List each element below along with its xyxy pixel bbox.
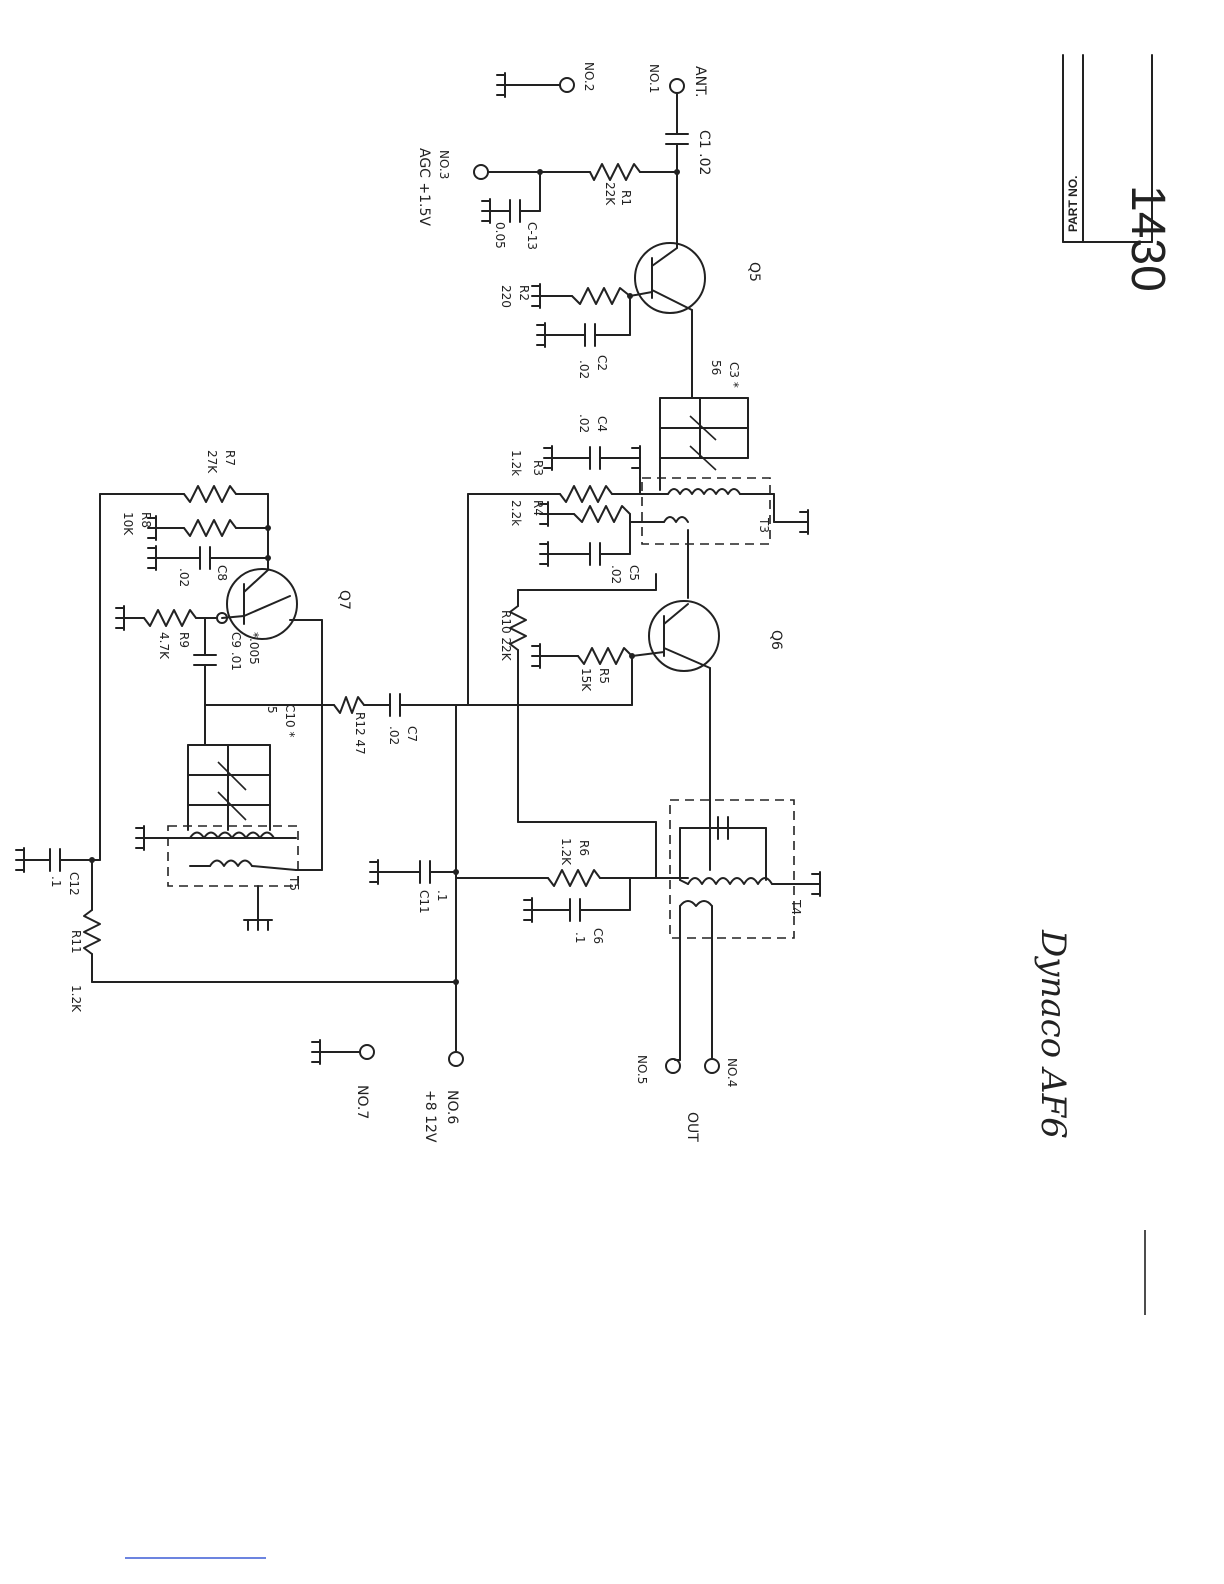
label-r5-value: 15K bbox=[579, 668, 593, 692]
supply-network bbox=[312, 705, 656, 1066]
resistor-r7 bbox=[184, 486, 236, 502]
label-ant: ANT. bbox=[692, 66, 708, 97]
label-r2-value: 220 bbox=[499, 285, 513, 308]
transformer-t4-primary bbox=[688, 878, 772, 884]
label-no3: NO.3 bbox=[437, 150, 451, 179]
label-no7: NO.7 bbox=[354, 1085, 370, 1119]
resistor-r8 bbox=[184, 520, 236, 536]
label-t3: T3 bbox=[757, 517, 771, 533]
terminal-no4[interactable] bbox=[705, 1059, 719, 1073]
label-r9-value: 4.7K bbox=[157, 632, 171, 660]
label-r11-value: 1.2K bbox=[69, 985, 83, 1013]
t4-output bbox=[656, 800, 820, 1073]
label-c9-extra: *.005 bbox=[247, 632, 261, 665]
label-c4: C4 bbox=[595, 416, 609, 432]
label-c12-value: .1 bbox=[49, 876, 63, 887]
label-c12: C12 bbox=[67, 872, 81, 896]
terminal-no3[interactable] bbox=[474, 165, 488, 179]
label-r1-value: 22K bbox=[603, 182, 617, 206]
transformer-t3-primary bbox=[668, 489, 740, 494]
label-r6-value: 1.2K bbox=[559, 838, 573, 866]
label-no6: NO.6 bbox=[444, 1090, 460, 1124]
label-r9: R9 bbox=[177, 632, 191, 648]
part-no-caption: PART NO. bbox=[1066, 176, 1080, 232]
terminal-labels: ANT. NO.1 NO.2 NO.3 AGC +1.5V NO.4 NO.5 … bbox=[354, 62, 739, 1143]
label-c9: C9 .01 bbox=[229, 632, 243, 671]
terminal-no5[interactable] bbox=[666, 1059, 680, 1073]
label-c8: C8 bbox=[215, 565, 229, 581]
label-r7-value: 27K bbox=[205, 450, 219, 474]
terminal-no1[interactable] bbox=[670, 79, 684, 93]
label-c13: C-13 bbox=[525, 222, 539, 250]
label-c11: C11 bbox=[417, 890, 431, 914]
label-c4-value: .02 bbox=[577, 414, 591, 433]
label-r8-value: 10K bbox=[121, 512, 135, 536]
label-c8-value: .02 bbox=[177, 568, 191, 587]
resistor-r5 bbox=[578, 648, 632, 664]
label-c5-value: .02 bbox=[609, 565, 623, 584]
handwritten-signature: Dynaco AF6 bbox=[1033, 929, 1073, 1139]
label-c6: C6 bbox=[591, 928, 605, 944]
label-c10: C10 * bbox=[283, 704, 297, 737]
terminal-no6[interactable] bbox=[449, 1052, 463, 1066]
label-r7: R7 bbox=[223, 450, 237, 466]
transformer-t3-can bbox=[642, 478, 770, 544]
resistor-r3 bbox=[560, 486, 612, 502]
label-c2-value: .02 bbox=[577, 360, 591, 379]
label-c7-value: .02 bbox=[387, 726, 401, 745]
label-no2: NO.2 bbox=[582, 62, 596, 91]
resistor-r11 bbox=[84, 910, 100, 954]
transistor-q7 bbox=[227, 569, 297, 639]
input-stage bbox=[474, 73, 705, 398]
transformer-t4-can bbox=[670, 800, 794, 938]
resistor-r2 bbox=[572, 288, 630, 304]
label-q6: Q6 bbox=[768, 630, 784, 650]
label-t4: T4 bbox=[789, 899, 803, 915]
resistor-r6 bbox=[548, 870, 600, 886]
label-c7: C7 bbox=[405, 726, 419, 742]
q7-stage bbox=[16, 486, 632, 982]
label-c5: C5 bbox=[627, 565, 641, 581]
label-q5: Q5 bbox=[746, 262, 762, 282]
label-c2: C2 bbox=[595, 355, 609, 371]
title-block: PART NO. 1430 bbox=[1063, 55, 1174, 292]
label-c10-value: 5 bbox=[265, 706, 279, 714]
label-no5: NO.5 bbox=[635, 1055, 649, 1084]
label-r8: R8 bbox=[139, 512, 153, 528]
label-c11-value: .1 bbox=[435, 890, 449, 901]
label-c3: C3 * bbox=[727, 362, 741, 388]
label-c3-value: 56 bbox=[709, 360, 723, 375]
label-r4: R4 bbox=[531, 500, 545, 516]
label-no1: NO.1 bbox=[647, 64, 661, 93]
label-r3-value: 1.2k bbox=[509, 450, 523, 476]
label-r3: R3 bbox=[531, 460, 545, 476]
label-agc: AGC +1.5V bbox=[416, 148, 432, 226]
transistor-q6 bbox=[649, 601, 719, 671]
label-r1: R1 bbox=[619, 190, 633, 206]
label-r12: R12 47 bbox=[353, 712, 367, 755]
label-r2: R2 bbox=[517, 285, 531, 301]
resistor-r9 bbox=[144, 610, 196, 626]
label-r5: R5 bbox=[597, 668, 611, 684]
label-c1: C1 .02 bbox=[696, 130, 712, 175]
label-supply: +8 12V bbox=[422, 1090, 438, 1143]
label-r10: R10 22K bbox=[499, 610, 513, 662]
label-no4: NO.4 bbox=[725, 1058, 739, 1087]
resistor-r12 bbox=[334, 697, 364, 713]
resistor-r4 bbox=[574, 506, 630, 522]
label-r4-value: 2.2k bbox=[509, 500, 523, 526]
terminal-no7[interactable] bbox=[360, 1045, 374, 1059]
part-number: 1430 bbox=[1121, 185, 1174, 292]
q6-stage bbox=[510, 574, 719, 870]
label-c6-value: .1 bbox=[573, 932, 587, 943]
label-t5: T5 bbox=[287, 875, 301, 891]
label-out: OUT bbox=[684, 1112, 700, 1142]
label-q7: Q7 bbox=[336, 590, 352, 610]
label-r11: R11 bbox=[69, 930, 83, 954]
terminal-no2[interactable] bbox=[560, 78, 574, 92]
resistor-r1 bbox=[590, 164, 640, 180]
label-r6: R6 bbox=[577, 840, 591, 856]
label-c13-value: 0.05 bbox=[493, 222, 507, 249]
